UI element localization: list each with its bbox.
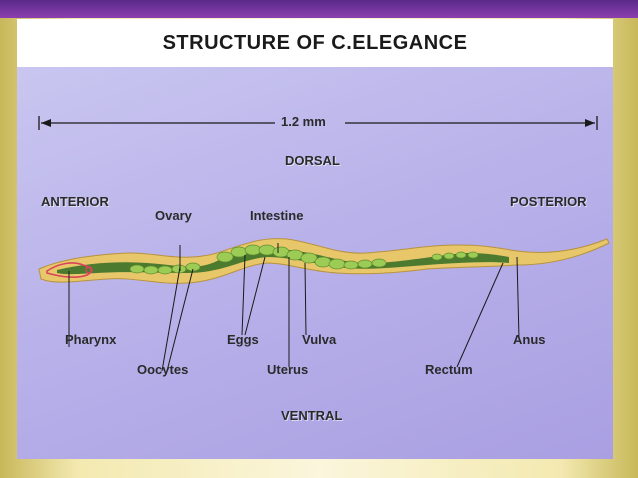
worm-body (38, 238, 610, 284)
eggs-label: Eggs (227, 332, 259, 347)
worm-diagram (38, 116, 610, 372)
ovary-label: Ovary (155, 208, 192, 223)
dorsal-label: DORSAL (285, 153, 340, 168)
vulva-label: Vulva (302, 332, 337, 347)
egg-cluster (129, 244, 479, 275)
scale-bar (38, 116, 598, 130)
diagram-panel: 1.2 mm DORSAL VENTRAL ANTERIOR POSTERIOR… (17, 67, 613, 459)
anus-label: Anus (513, 332, 546, 347)
ventral-label: VENTRAL (281, 408, 343, 423)
posterior-label: POSTERIOR (510, 194, 587, 209)
leader-lines (68, 243, 520, 372)
oocytes-label: Oocytes (137, 362, 189, 377)
rectum-label: Rectum (425, 362, 473, 377)
scale-label: 1.2 mm (281, 114, 326, 129)
anterior-label: ANTERIOR (41, 194, 109, 209)
pharynx-label: Pharynx (65, 332, 117, 347)
slide: STRUCTURE OF C.ELEGANCE (17, 19, 613, 459)
slide-title: STRUCTURE OF C.ELEGANCE (162, 32, 468, 54)
slide-top-bar (0, 0, 638, 18)
uterus-label: Uterus (267, 362, 309, 377)
intestine-label: Intestine (250, 208, 304, 223)
pharynx-shape (46, 262, 93, 278)
